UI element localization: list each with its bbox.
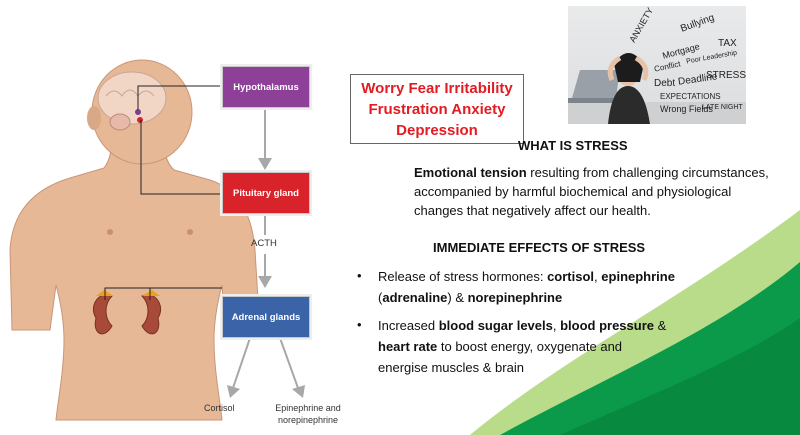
output-epinephrine-line1: Epinephrine and xyxy=(275,403,341,413)
effect-vitals-text3: & xyxy=(654,318,667,333)
output-epinephrine-line2: norepinephrine xyxy=(277,415,339,425)
output-cortisol: Cortisol xyxy=(204,403,235,413)
photo-figure xyxy=(568,53,746,124)
emotional-tension-term: Emotional tension xyxy=(414,165,527,180)
node-pituitary-label: Pituitary gland xyxy=(233,187,299,199)
term-norepinephrine: norepinephrine xyxy=(467,290,563,305)
effect-vitals-text4: to boost energy, oxygenate and xyxy=(437,339,623,354)
term-heart-rate: heart rate xyxy=(378,339,438,354)
output-epinephrine: Epinephrine and norepinephrine xyxy=(268,402,348,426)
effect-vitals: Increased blood sugar levels, blood pres… xyxy=(378,315,723,378)
effect-hormones-text4: ) & xyxy=(447,290,468,305)
bullet-marker: • xyxy=(357,268,362,283)
photo-word: EXPECTATIONS xyxy=(660,92,721,101)
photo-word: TAX xyxy=(718,38,737,49)
effect-hormones-text2: , xyxy=(594,269,602,284)
definition-line3: changes that negatively affect our healt… xyxy=(414,203,651,218)
effect-vitals-text1: Increased xyxy=(378,318,439,333)
emotions-line2: Frustration Anxiety xyxy=(368,100,506,118)
photo-word: Wrong Fields xyxy=(660,104,713,114)
node-hypothalamus-label: Hypothalamus xyxy=(233,81,299,93)
connector-lines xyxy=(104,85,222,300)
effect-hormones: Release of stress hormones: cortisol, ep… xyxy=(378,266,723,308)
definition-line1: resulting from challenging circumstances… xyxy=(526,165,769,180)
emotions-box: Worry Fear Irritability Frustration Anxi… xyxy=(350,74,524,144)
emotions-line1: Worry Fear Irritability xyxy=(361,79,513,97)
pituitary-marker xyxy=(137,117,143,123)
term-epinephrine: epinephrine xyxy=(601,269,675,284)
node-pituitary-gland: Pituitary gland xyxy=(222,172,310,214)
hypothalamus-marker xyxy=(135,109,141,115)
stressed-woman-photo: ANXIETY Bullying TAX Mortgage Conflict P… xyxy=(568,6,746,124)
term-adrenaline: adrenaline xyxy=(382,290,448,305)
effect-vitals-text2: , xyxy=(552,318,561,333)
photo-word: STRESS xyxy=(706,70,746,81)
node-hypothalamus: Hypothalamus xyxy=(222,66,310,108)
term-blood-sugar: blood sugar levels xyxy=(438,318,553,333)
green-swoosh-mid xyxy=(560,318,800,435)
what-is-stress-heading: WHAT IS STRESS xyxy=(518,138,628,153)
effect-hormones-text1: Release of stress hormones: xyxy=(378,269,548,284)
effect-vitals-text5: energise muscles & brain xyxy=(378,360,524,375)
adrenal-right xyxy=(142,290,160,296)
photo-word: LATE NIGHT xyxy=(702,104,743,111)
emotions-line3: Depression xyxy=(396,121,478,139)
kidney-right xyxy=(141,294,162,335)
node-adrenal-glands: Adrenal glands xyxy=(222,296,310,338)
term-blood-pressure: blood pressure xyxy=(560,318,655,333)
node-adrenal-label: Adrenal glands xyxy=(231,311,301,323)
what-is-stress-paragraph: Emotional tension resulting from challen… xyxy=(414,163,799,220)
effect-hormones-text3: ( xyxy=(378,290,383,305)
immediate-effects-heading: IMMEDIATE EFFECTS OF STRESS xyxy=(433,240,646,255)
definition-line2: accompanied by harmful biochemical and p… xyxy=(414,184,732,199)
photo-word: Debt xyxy=(654,78,676,89)
flow-arrows xyxy=(227,108,305,398)
human-body-figure xyxy=(9,59,259,421)
bullet-marker: • xyxy=(357,317,362,332)
kidney-left xyxy=(92,294,113,335)
edge-label-acth: ACTH xyxy=(251,238,277,249)
term-cortisol: cortisol xyxy=(547,269,595,284)
